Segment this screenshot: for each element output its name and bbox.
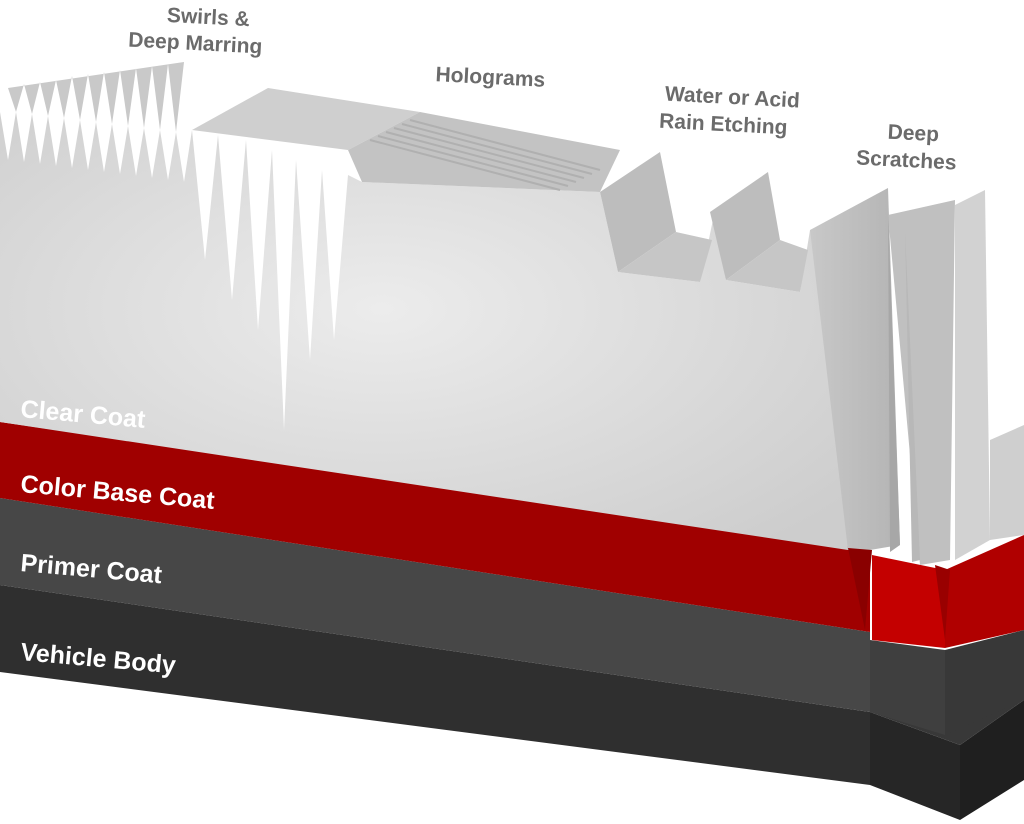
label-etching-line2: Rain Etching: [659, 110, 788, 140]
color-base-coat-layer: [0, 422, 1024, 648]
label-scratches-line2: Scratches: [856, 146, 957, 174]
label-swirls-line1: Swirls &: [166, 4, 250, 31]
scratch-grooves: [848, 210, 950, 640]
label-swirls-line2: Deep Marring: [128, 29, 263, 59]
label-holograms: Holograms: [435, 63, 546, 92]
label-scratches-line1: Deep: [887, 121, 939, 147]
clear-coat-layer: [0, 62, 1024, 565]
primer-coat-layer: [0, 498, 1024, 735]
label-etching-line1: Water or Acid: [664, 82, 800, 112]
defect-labels: Swirls & Deep Marring Holograms Water or…: [128, 4, 957, 175]
